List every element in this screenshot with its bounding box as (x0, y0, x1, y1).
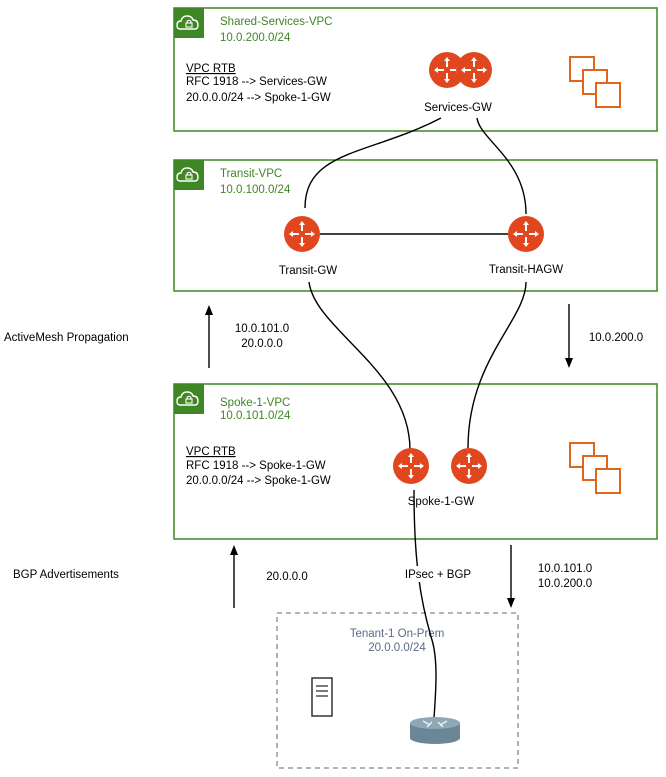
ipsec-bgp-label: IPsec + BGP (405, 569, 471, 581)
rtb-route: RFC 1918 --> Spoke-1-GW (186, 460, 326, 472)
tenant-onprem: Tenant-1 On-Prem 20.0.0.0/24 (276, 612, 519, 769)
transit-gw-to-spoke-link (308, 281, 411, 451)
transit-vpc: Transit-VPC 10.0.100.0/24 (173, 159, 658, 292)
activemesh-up-route: 10.0.101.0 (235, 323, 289, 335)
onprem-router-icon (410, 717, 460, 744)
bgp-label: BGP Advertisements (13, 569, 119, 581)
router-icon (283, 215, 321, 253)
vpc-name: Shared-Services-VPC (220, 16, 332, 28)
propagation-arrows (205, 304, 573, 608)
router-icon (455, 51, 493, 89)
rtb-route: 20.0.0.0/24 --> Spoke-1-GW (186, 475, 331, 487)
vpc-name: Transit-VPC (220, 168, 282, 180)
services-gw-label: Services-GW (424, 102, 492, 114)
transit-vpc-border (173, 159, 658, 292)
services-to-transit-gw-link (304, 117, 442, 209)
bgp-down-route: 10.0.101.0 (538, 563, 592, 575)
tenant-name: Tenant-1 On-Prem (350, 628, 445, 640)
arrow-head (565, 358, 573, 368)
transit-gw-label: Transit-GW (279, 265, 337, 277)
transit-hagw-to-spoke-link (467, 281, 527, 449)
transit-hagw-label: Transit-HAGW (489, 264, 563, 276)
services-to-transit-hagw-link (476, 117, 527, 215)
arrow-head (230, 545, 238, 555)
shared-services-vpc: Shared-Services-VPC 10.0.200.0/24 VPC RT… (173, 7, 658, 132)
vpc-cidr: 10.0.200.0/24 (220, 32, 291, 44)
router-icon (507, 215, 545, 253)
activemesh-up-route: 20.0.0.0 (241, 338, 283, 350)
router-icon (450, 447, 488, 485)
bgp-up-route: 20.0.0.0 (266, 571, 308, 583)
server-icon (311, 677, 333, 717)
connections (304, 117, 527, 719)
router-icon (392, 447, 430, 485)
bgp-down-route: 10.0.200.0 (538, 578, 592, 590)
arrow-head (507, 598, 515, 608)
vpc-cidr: 10.0.101.0/24 (220, 410, 291, 422)
tenant-cidr: 20.0.0.0/24 (368, 642, 426, 654)
arrow-head (205, 305, 213, 315)
activemesh-down-route: 10.0.200.0 (589, 332, 643, 344)
vpc-cidr: 10.0.100.0/24 (220, 184, 291, 196)
rtb-title: VPC RTB (186, 446, 236, 458)
activemesh-label: ActiveMesh Propagation (4, 332, 129, 344)
spoke-1-gw-label: Spoke-1-GW (408, 496, 475, 508)
vpc-name: Spoke-1-VPC (220, 397, 290, 409)
link-label-bg (400, 566, 476, 582)
rtb-title: VPC RTB (186, 63, 236, 75)
ipsec-bgp-link (413, 489, 437, 719)
tenant-onprem-border (276, 612, 519, 769)
rtb-route: 20.0.0.0/24 --> Spoke-1-GW (186, 92, 331, 104)
rtb-route: RFC 1918 --> Services-GW (186, 76, 327, 88)
